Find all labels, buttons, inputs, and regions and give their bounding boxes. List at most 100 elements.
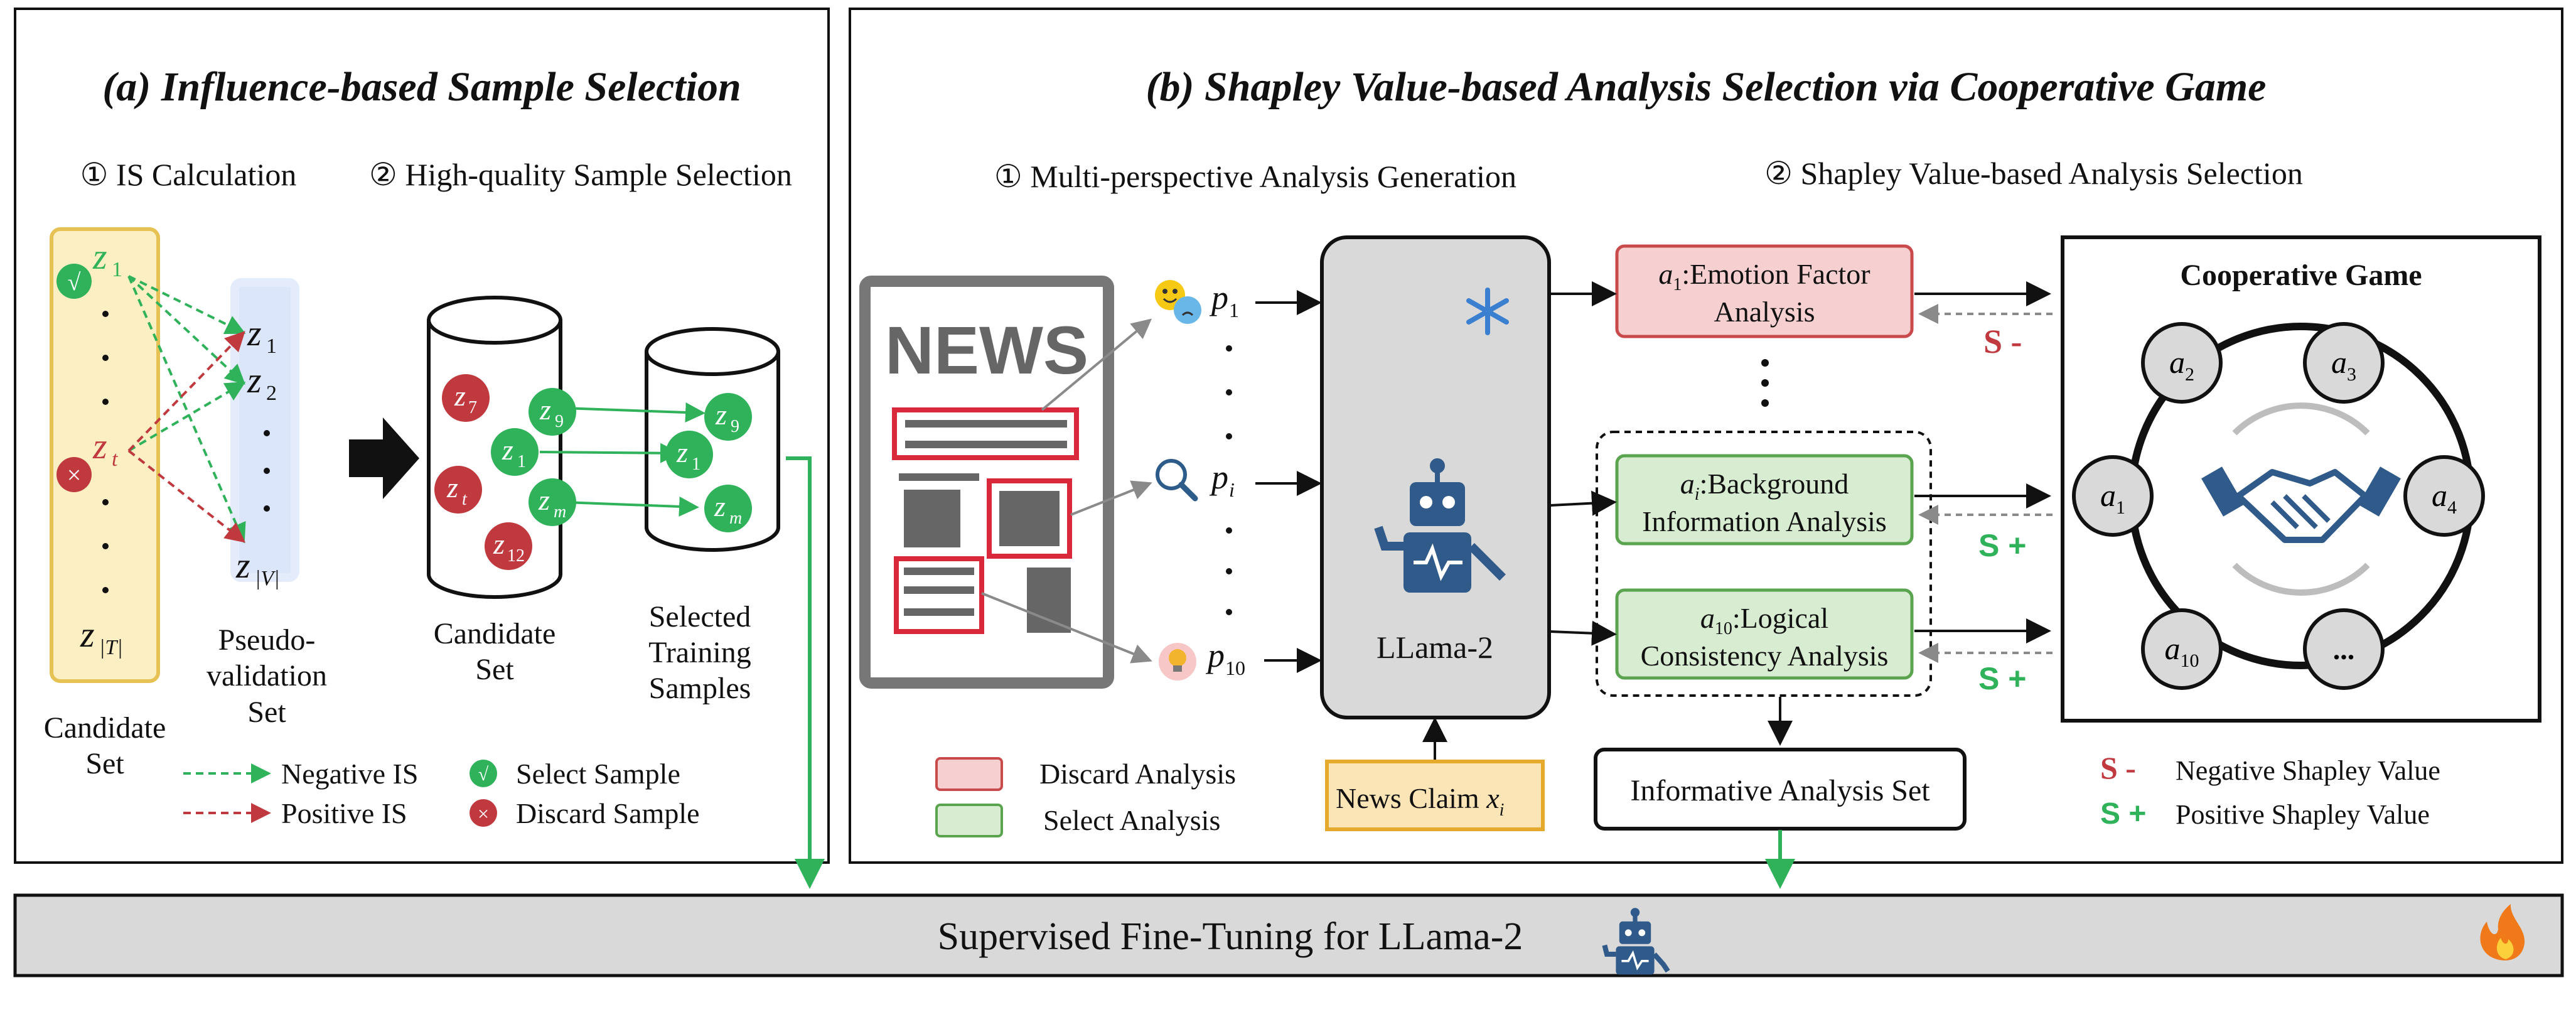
cyl2-label-2: Training	[648, 636, 751, 669]
handshake-icon	[2201, 402, 2401, 596]
panel-b: (b) Shapley Value-based Analysis Selecti…	[849, 8, 2563, 889]
svg-text:z: z	[454, 380, 466, 412]
panel-a-to-sft-arrow	[786, 456, 825, 889]
s-plus-ai: S +	[1978, 528, 2026, 563]
candidate-dots-bottom	[102, 499, 109, 593]
p1-label: p	[1209, 279, 1228, 316]
candidate-zT-sub: |T|	[99, 636, 123, 659]
p10-label: p	[1205, 637, 1225, 674]
lightbulb-icon	[1159, 643, 1196, 681]
svg-text:9: 9	[555, 412, 564, 431]
informative-set-label: Informative Analysis Set	[1630, 774, 1930, 807]
svg-text:Discard Sample: Discard Sample	[516, 797, 700, 829]
magnifier-icon	[1156, 459, 1198, 502]
ball-z12: z 12	[485, 522, 532, 570]
prompt-arrows	[1255, 290, 1322, 673]
svg-text:...: ...	[2333, 633, 2355, 665]
positive-is-arrows	[127, 331, 246, 543]
svg-text:a2: a2	[2169, 345, 2194, 385]
val-zV-sub: |V|	[255, 567, 279, 590]
val-dots	[264, 430, 270, 512]
robot-icon	[1374, 458, 1506, 593]
selection-arrows	[539, 402, 706, 517]
ball-zm-candidate: z m	[529, 478, 576, 526]
val-zV: z	[235, 545, 250, 586]
discard-cross-icon	[56, 457, 92, 492]
svg-text:√: √	[478, 764, 489, 785]
check-mark: √	[68, 269, 81, 296]
p-dots-top	[1226, 345, 1232, 439]
llm-label: LLama-2	[1377, 630, 1493, 665]
svg-text:Positive Shapley Value: Positive Shapley Value	[2176, 799, 2430, 830]
llm-analysis-arrows	[1550, 281, 1617, 646]
s-plus-a10: S +	[1978, 661, 2026, 696]
cyl1-label-2: Set	[475, 653, 514, 686]
candidate-z1-sub: 1	[112, 258, 122, 281]
s-minus-a1: S -	[1983, 323, 2022, 360]
ball-zt: z t	[434, 466, 482, 514]
analysis-box-a1: a1:Emotion Factor Analysis	[1615, 244, 1914, 338]
panel-a-step1: ① IS Calculation	[80, 157, 297, 192]
svg-text:Select Analysis: Select Analysis	[1043, 804, 1220, 836]
pi-sub: i	[1229, 478, 1235, 501]
svg-text:Analysis: Analysis	[1714, 296, 1815, 328]
svg-text:S +: S +	[2100, 797, 2146, 831]
svg-text:z: z	[539, 394, 551, 426]
pseudo-label-2: validation	[207, 659, 327, 692]
game-node-1: a1	[2072, 455, 2154, 537]
analysis-game-arrows	[1914, 281, 2051, 643]
svg-text:S -: S -	[2100, 750, 2136, 785]
panel-a-title: (a) Influence-based Sample Selection	[102, 64, 741, 110]
analysis-box-ai: ai:Background Information Analysis	[1615, 454, 1914, 546]
informative-dashed-group	[1596, 431, 1932, 697]
sft-bar: Supervised Fine-Tuning for LLama-2	[13, 893, 2564, 977]
svg-text:×: ×	[478, 802, 489, 825]
robot-icon	[1602, 908, 1670, 975]
svg-text:Select Sample: Select Sample	[516, 758, 680, 790]
svg-text:7: 7	[468, 398, 477, 417]
informative-set-box	[1594, 748, 1967, 831]
svg-text:m: m	[554, 502, 566, 522]
panel-b-legend-right: S - Negative Shapley Value S + Positive …	[2100, 750, 2440, 831]
svg-text:12: 12	[507, 546, 525, 566]
cyl2-label-1: Selected	[649, 600, 751, 633]
svg-text:Positive IS: Positive IS	[281, 797, 407, 829]
svg-text:a10: a10	[2165, 631, 2199, 671]
analysis-dots	[1761, 359, 1769, 407]
pseudo-label-1: Pseudo-	[218, 623, 316, 657]
news-claim-box	[1325, 760, 1545, 831]
cyl2-label-3: Samples	[649, 672, 751, 705]
panel-a-step2: ② High-quality Sample Selection	[369, 157, 792, 192]
ball-z9-candidate: z 9	[529, 388, 576, 436]
news-icon: NEWS	[859, 276, 1114, 689]
snowflake-icon	[1466, 288, 1509, 335]
val-z1-sub: 1	[266, 335, 277, 358]
candidate-zT: z	[80, 614, 95, 655]
ball-z9-selected: z 9	[704, 393, 752, 441]
game-node-4: a4	[2403, 455, 2485, 537]
ball-z1-selected: z 1	[665, 431, 713, 478]
negative-is-arrows	[127, 275, 246, 544]
candidate-set-label-1: Candidate	[44, 711, 166, 745]
svg-text:z: z	[538, 484, 550, 516]
svg-text:a10:Logical: a10:Logical	[1700, 602, 1828, 638]
arrow-right-icon	[349, 417, 419, 499]
ball-z7: z 7	[442, 374, 490, 422]
svg-text:1: 1	[692, 455, 700, 474]
svg-text:Consistency Analysis: Consistency Analysis	[1641, 640, 1889, 672]
svg-text:a1:Emotion Factor: a1:Emotion Factor	[1658, 258, 1870, 294]
candidate-zt: z	[92, 426, 107, 466]
panel-a: (a) Influence-based Sample Selection ① I…	[14, 8, 830, 889]
cross-mark: ×	[67, 461, 82, 489]
emoji-icon	[1155, 280, 1201, 324]
val-z2: z	[247, 360, 262, 401]
p10-sub: 10	[1225, 657, 1245, 679]
svg-text:Information Analysis: Information Analysis	[1642, 505, 1887, 537]
val-z2-sub: 2	[266, 382, 277, 405]
val-z1: z	[247, 313, 262, 353]
candidate-dots-top	[102, 311, 109, 405]
svg-text:1: 1	[517, 452, 526, 471]
pseudo-validation-column	[230, 278, 299, 582]
game-node-ellipsis: ...	[2303, 608, 2385, 690]
